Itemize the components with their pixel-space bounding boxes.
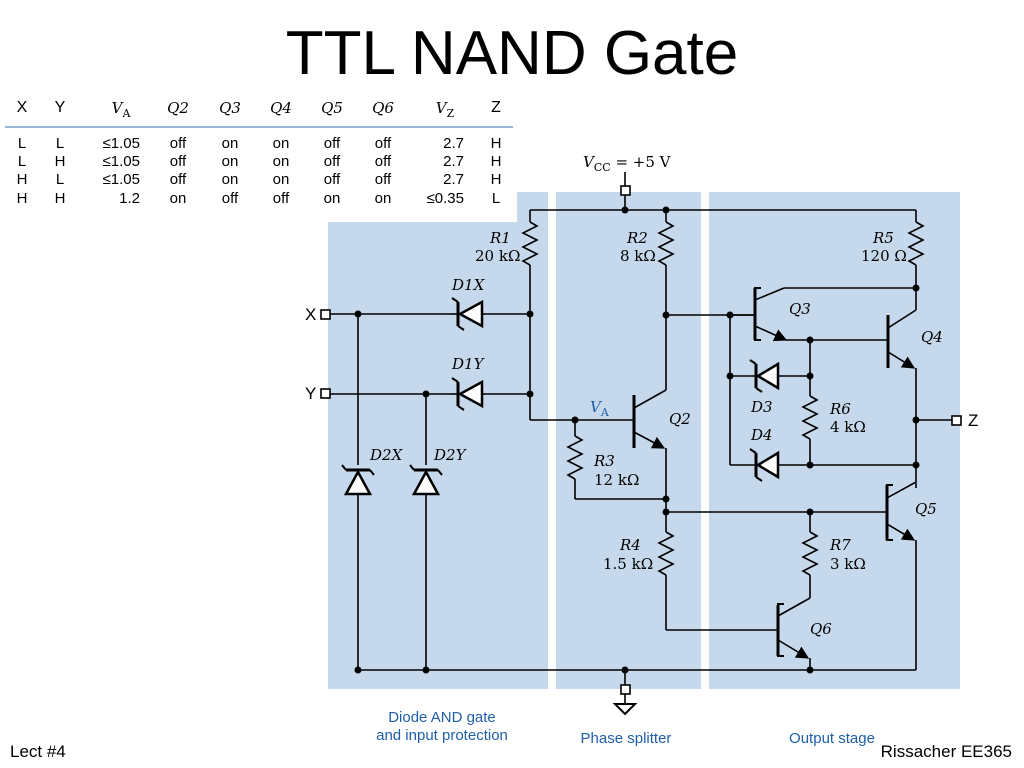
- va-node-label: VA: [590, 398, 610, 419]
- d2y-label: D2Y: [433, 446, 468, 464]
- d3-diode: [730, 359, 810, 393]
- d4-label: D4: [750, 426, 773, 444]
- d2y-diode: [409, 464, 443, 496]
- r6-name: R6: [829, 400, 851, 418]
- q2-label: Q2: [669, 410, 691, 428]
- vcc-label: VCC = +5 V: [583, 153, 672, 174]
- section-label-input-line1: Diode AND gate: [388, 709, 496, 726]
- panel-input-protection-lower: [328, 222, 548, 689]
- q2-transistor: [575, 389, 667, 449]
- panel-phase-splitter: [556, 192, 701, 689]
- footer-author: Rissacher EE365: [880, 742, 1012, 761]
- r5-name: R5: [872, 229, 894, 247]
- section-label-output: Output stage: [789, 730, 875, 747]
- footer-lecture: Lect #4: [10, 742, 66, 761]
- r5-value: 120 Ω: [861, 247, 907, 265]
- ground-terminal: [620, 684, 631, 695]
- r3-resistor: [566, 435, 584, 480]
- x-input-label: X: [305, 305, 316, 324]
- r2-resistor: [657, 221, 675, 266]
- vcc-terminal: [620, 185, 631, 196]
- r7-value: 3 kΩ: [830, 555, 866, 573]
- r3-value: 12 kΩ: [594, 471, 639, 489]
- r5-resistor: [907, 221, 925, 266]
- q3-transistor: [753, 287, 916, 342]
- section-label-input-line2: and input protection: [376, 727, 508, 744]
- d1x-diode: [450, 297, 485, 331]
- y-input-label: Y: [305, 384, 316, 403]
- r6-value: 4 kΩ: [830, 418, 866, 436]
- q6-transistor: [776, 597, 811, 670]
- section-label-input: Diode AND gate and input protection: [352, 709, 532, 745]
- r1-value: 20 kΩ: [475, 247, 520, 265]
- r2-name: R2: [626, 229, 648, 247]
- q4-label: Q4: [921, 328, 943, 346]
- r4-resistor: [657, 531, 675, 576]
- r7-name: R7: [829, 536, 851, 554]
- q5-transistor: [885, 481, 917, 541]
- d4-diode: [730, 448, 916, 482]
- panel-output-stage: [709, 192, 960, 689]
- q5-label: Q5: [915, 500, 937, 518]
- r2-value: 8 kΩ: [620, 247, 656, 265]
- d1x-label: D1X: [451, 276, 486, 294]
- ground-icon: [612, 703, 638, 716]
- q3-label: Q3: [789, 300, 811, 318]
- d1y-diode: [450, 377, 485, 411]
- r4-value: 1.5 kΩ: [603, 555, 653, 573]
- r1-name: R1: [489, 229, 511, 247]
- x-input-terminal: [320, 309, 331, 320]
- d3-label: D3: [750, 398, 773, 416]
- z-output-terminal: [951, 415, 962, 426]
- section-label-splitter: Phase splitter: [580, 730, 672, 747]
- z-output-label: Z: [968, 411, 978, 430]
- r1-resistor: [521, 221, 539, 266]
- r7-resistor: [801, 531, 819, 576]
- junction-dots: [354, 206, 920, 674]
- y-input-terminal: [320, 388, 331, 399]
- slide-title: TTL NAND Gate: [285, 19, 739, 88]
- d2x-label: D2X: [369, 446, 404, 464]
- r6-resistor: [801, 395, 819, 440]
- d1y-label: D1Y: [451, 355, 486, 373]
- r3-name: R3: [593, 452, 615, 470]
- q6-label: Q6: [810, 620, 832, 638]
- wires: [320, 172, 962, 716]
- q4-transistor: [886, 309, 917, 369]
- r4-name: R4: [619, 536, 641, 554]
